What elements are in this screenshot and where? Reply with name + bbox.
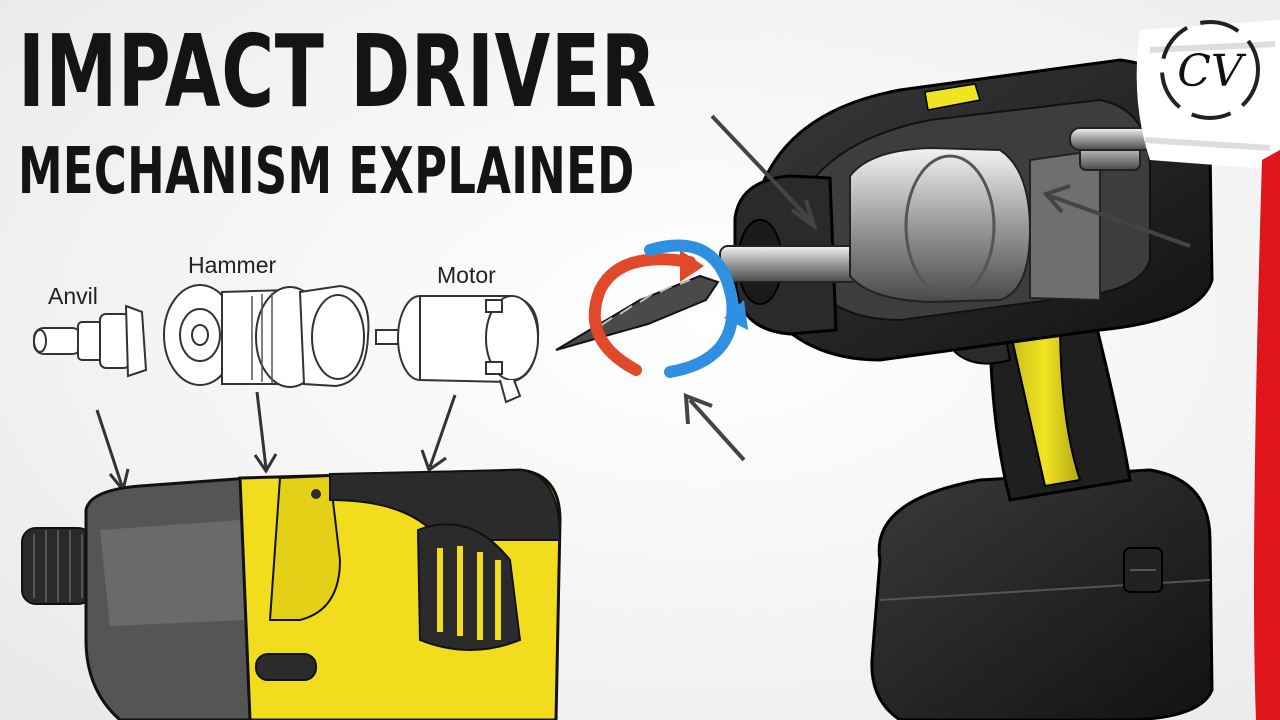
hammer-part-icon <box>163 284 370 388</box>
label-anvil: Anvil <box>48 283 98 309</box>
logo-text: CV <box>1177 46 1247 97</box>
motor-part-icon <box>375 295 540 404</box>
arrow-motor-icon <box>420 394 457 473</box>
rotation-arrows-icon <box>588 239 748 378</box>
pointer-arrows-icon <box>683 114 1191 462</box>
anvil-part-icon <box>33 304 148 378</box>
label-hammer: Hammer <box>188 252 277 278</box>
label-motor: Motor <box>437 262 496 288</box>
red-streak-icon <box>1254 150 1280 720</box>
driver-body-icon <box>555 58 1214 720</box>
impact-driver-illustration <box>21 468 562 720</box>
arrow-hammer-icon <box>253 391 278 474</box>
title-line-1: IMPACT DRIVER <box>18 13 658 130</box>
title-line-2: MECHANISM EXPLAINED <box>18 135 635 209</box>
